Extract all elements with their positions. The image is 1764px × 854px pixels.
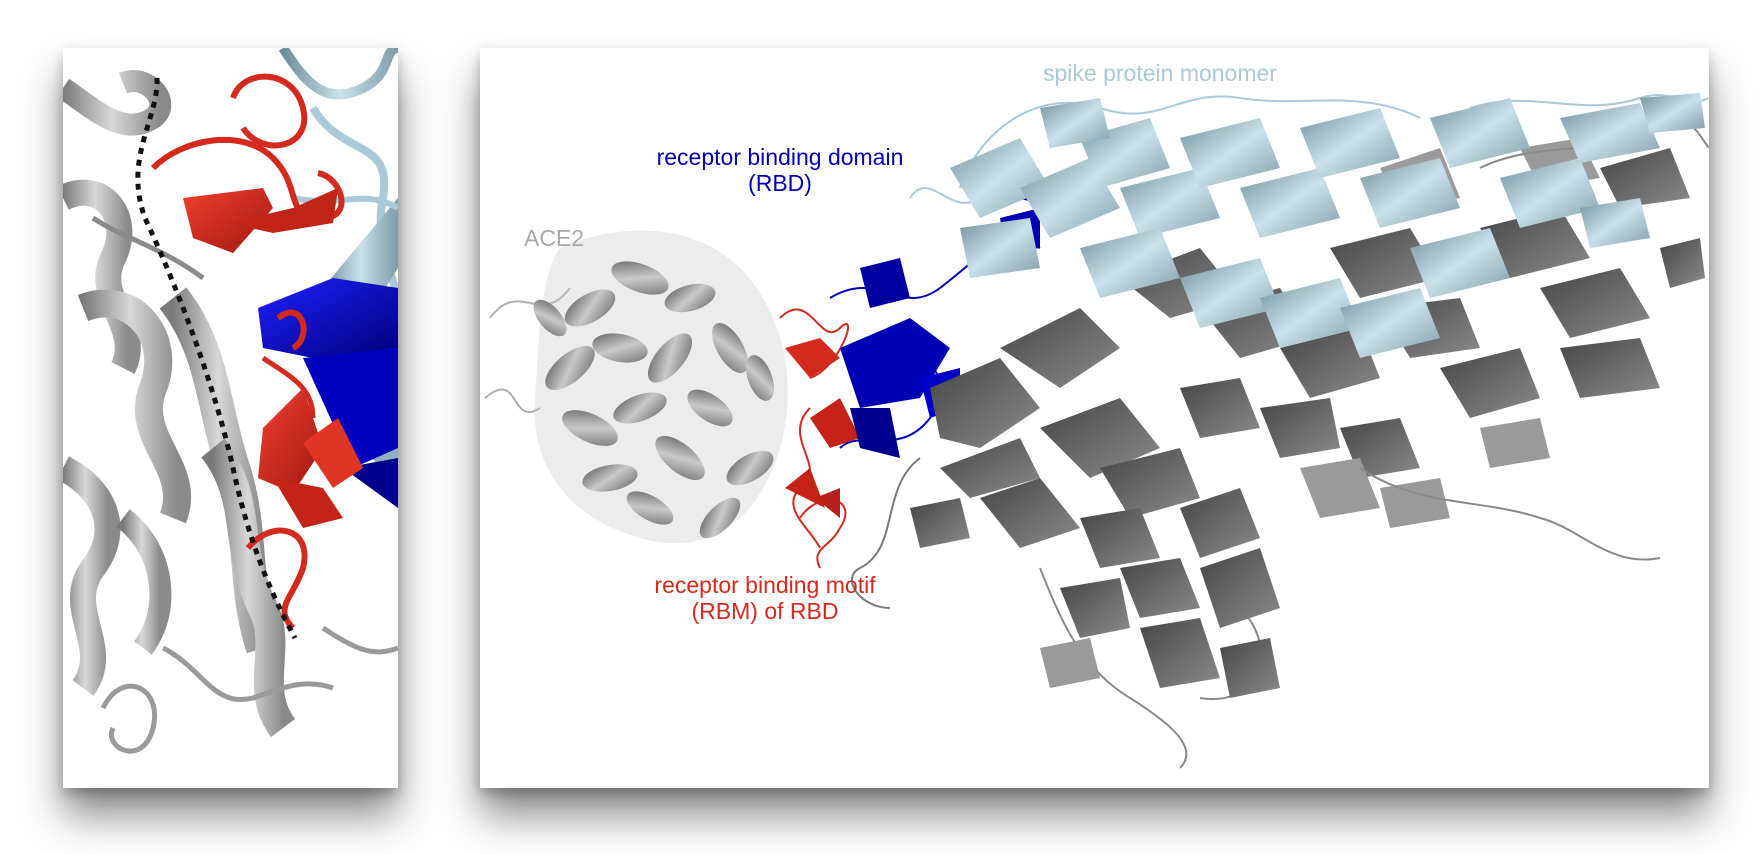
rbm-closeup [150, 73, 363, 631]
rbm-structure [779, 308, 860, 569]
ace2-structure [484, 230, 788, 544]
complex-overview-panel: spike protein monomer receptor binding d… [480, 48, 1709, 788]
ace2-helices [63, 70, 398, 754]
spike-monomer-label: spike protein monomer [1043, 60, 1277, 86]
rbd-label: receptor binding domain (RBD) [656, 144, 904, 196]
interface-closeup-illustration [63, 48, 398, 754]
spike-monomer-structure [909, 93, 1709, 358]
ace2-spike-complex-illustration [484, 93, 1709, 769]
ace2-label: ACE2 [524, 225, 585, 251]
interface-dashed-line [135, 77, 298, 640]
rbm-label: receptor binding motif (RBM) of RBD [654, 572, 876, 624]
zoom-interface-panel [63, 48, 398, 788]
rbd-closeup [258, 278, 398, 508]
